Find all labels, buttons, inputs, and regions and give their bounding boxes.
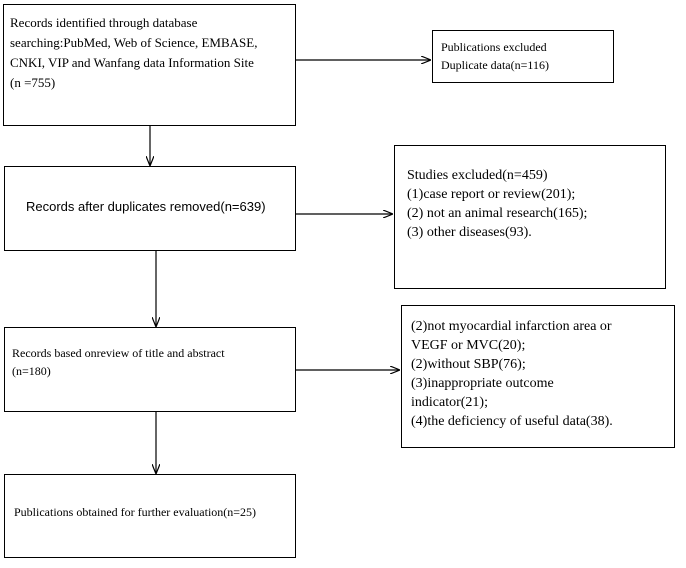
title-abstract-review-line-2: (n=180) xyxy=(12,364,51,378)
publications-excluded-line-1: Publications excluded xyxy=(441,40,547,54)
studies-excluded-line-4: (3) other diseases(93). xyxy=(407,225,532,240)
publications-excluded-line-2: Duplicate data(n=116) xyxy=(441,58,549,72)
records-identified-line-2: searching:PubMed, Web of Science, EMBASE… xyxy=(10,35,258,50)
exclusion-reasons-line-1: (2)not myocardial infarction area or xyxy=(411,319,612,334)
studies-excluded-line-2: (1)case report or review(201); xyxy=(407,187,576,202)
publications-obtained-line-1: Publications obtained for further evalua… xyxy=(14,505,257,519)
records-identified-line-1: Records identified through database xyxy=(10,15,198,30)
exclusion-reasons-line-5: indicator(21); xyxy=(411,395,488,410)
records-after-duplicates-box: Records after duplicates removed(n=639) xyxy=(4,166,296,251)
records-identified-line-4: (n =755) xyxy=(10,75,56,90)
publications-excluded-box: Publications excluded Duplicate data(n=1… xyxy=(432,30,614,83)
records-identified-line-3: CNKI, VIP and Wanfang data Information S… xyxy=(10,55,254,70)
exclusion-reasons-line-3: (2)without SBP(76); xyxy=(411,357,526,372)
exclusion-reasons-box: (2)not myocardial infarction area or VEG… xyxy=(401,305,675,448)
studies-excluded-line-1: Studies excluded(n=459) xyxy=(407,168,548,183)
exclusion-reasons-line-6: (4)the deficiency of useful data(38). xyxy=(411,414,613,429)
studies-excluded-box: Studies excluded(n=459) (1)case report o… xyxy=(394,145,666,289)
title-abstract-review-line-1: Records based onreview of title and abst… xyxy=(12,346,225,360)
exclusion-reasons-line-2: VEGF or MVC(20); xyxy=(411,338,526,353)
records-after-duplicates-line-1: Records after duplicates removed(n=639) xyxy=(26,199,266,214)
title-abstract-review-box: Records based onreview of title and abst… xyxy=(4,327,296,412)
publications-obtained-box: Publications obtained for further evalua… xyxy=(4,474,296,558)
records-identified-box: Records identified through database sear… xyxy=(3,4,296,126)
studies-excluded-line-3: (2) not an animal research(165); xyxy=(407,206,588,221)
exclusion-reasons-line-4: (3)inappropriate outcome xyxy=(411,376,554,391)
